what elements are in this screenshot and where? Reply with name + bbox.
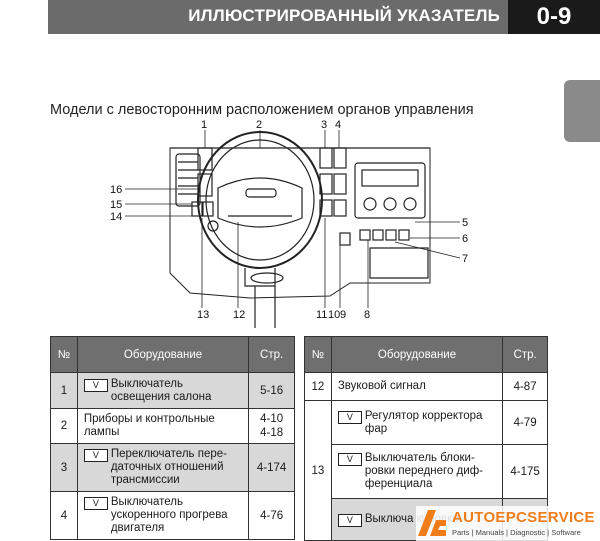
table-row: 1 V Выключатель освещения салона 5-16 [50, 372, 295, 409]
col-number: № [50, 336, 78, 373]
watermark-subtitle: Parts | Manuals | Diagnostic | Software [452, 528, 581, 537]
callout-1: 1 [201, 119, 207, 131]
row-page: 5-16 [248, 372, 295, 409]
row-number: 4 [50, 491, 78, 540]
table-header-row: № Оборудование Стр. [50, 336, 295, 373]
row-number: 3 [50, 443, 78, 492]
row-description: V Выключатель блоки-ровки переднего диф-… [330, 444, 504, 499]
callout-16: 16 [110, 184, 122, 196]
col-equipment: Оборудование [76, 336, 250, 373]
callout-7: 7 [462, 253, 468, 265]
table-row: V Выключатель блоки-ровки переднего диф-… [305, 444, 548, 499]
row-description: V Переключатель пере-даточных отношений … [76, 443, 250, 492]
row-page: 4-79 [502, 400, 548, 445]
row-description: Приборы и контрольные лампы [76, 408, 250, 444]
figure-caption: Модели с левосторонним расположением орг… [50, 102, 474, 118]
table-row: 13 V Регулятор корректора фар 4-79 [304, 400, 548, 541]
table-row: 2 Приборы и контрольные лампы 4-10 4-18 [50, 408, 295, 444]
table-row: 3 V Переключатель пере-даточных отношени… [50, 443, 295, 492]
row-description: V Выключатель освещения салона [76, 372, 250, 409]
row-text: Выключатель освещения салона [110, 377, 212, 403]
col-page: Стр. [502, 336, 548, 373]
autoepc-logo-icon [418, 510, 446, 536]
callout-5: 5 [462, 217, 468, 229]
v-badge: V [83, 449, 108, 462]
callout-3: 3 [321, 119, 327, 131]
callout-6: 6 [462, 233, 468, 245]
callout-14: 14 [110, 211, 122, 223]
row-page: 4-174 [248, 443, 295, 492]
header-bar: ИЛЛЮСТРИРОВАННЫЙ УКАЗАТЕЛЬ [48, 0, 508, 34]
equipment-table-left: № Оборудование Стр. 1 V Выключатель осве… [50, 336, 295, 540]
callout-11: 11 [316, 309, 327, 321]
section-tab [564, 80, 600, 142]
table-row: 12 Звуковой сигнал 4-87 [304, 372, 548, 401]
col-number: № [304, 336, 332, 373]
row-text: Выключатель блоки-ровки переднего диф-фе… [364, 452, 483, 490]
watermark-title: AUTOEPCSERVICE [452, 509, 595, 526]
row-number: 13 [304, 400, 332, 541]
row-page: 4-87 [502, 372, 548, 401]
watermark: AUTOEPCSERVICE Parts | Manuals | Diagnos… [416, 506, 600, 541]
v-badge: V [337, 453, 362, 466]
col-page: Стр. [248, 336, 295, 373]
row-description: V Регулятор корректора фар [330, 400, 504, 445]
row-description: V Выключатель ускоренного прогрева двига… [76, 491, 250, 540]
page-number: 0-9 [508, 0, 600, 34]
v-badge: V [337, 410, 362, 424]
row-page: 4-76 [248, 491, 295, 540]
table-row: 4 V Выключатель ускоренного прогрева дви… [50, 491, 295, 540]
col-equipment: Оборудование [330, 336, 504, 373]
row-number: 1 [50, 372, 78, 409]
page-header: ИЛЛЮСТРИРОВАННЫЙ УКАЗАТЕЛЬ 0-9 [48, 0, 600, 34]
table-header-row: № Оборудование Стр. [304, 336, 548, 373]
row-page: 4-175 [502, 444, 548, 499]
dashboard-diagram: 1 2 3 4 5 6 7 8 9 10 11 12 13 14 15 16 [50, 118, 480, 328]
row-text: Регулятор корректора фар [364, 409, 483, 435]
callout-10: 10 [328, 309, 340, 321]
dashboard-illustration: 1 2 3 4 5 6 7 8 9 10 11 12 13 14 15 16 [110, 119, 468, 328]
row-number: 12 [304, 372, 332, 401]
row-number: 2 [50, 408, 78, 444]
callout-9: 9 [340, 309, 346, 321]
header-title: ИЛЛЮСТРИРОВАННЫЙ УКАЗАТЕЛЬ [188, 6, 500, 25]
row-text: Выключатель ускоренного прогрева двигате… [110, 496, 228, 534]
callout-8: 8 [364, 309, 370, 321]
row-text: Приборы и контрольные лампы [83, 413, 215, 438]
v-badge: V [337, 513, 362, 527]
row-page: 4-10 4-18 [248, 408, 295, 444]
v-badge: V [83, 378, 108, 392]
callout-15: 15 [110, 199, 122, 211]
row-text: Звуковой сигнал [330, 372, 504, 401]
callout-2: 2 [256, 119, 262, 131]
v-badge: V [83, 497, 108, 510]
callout-4: 4 [335, 119, 341, 131]
row-text: Переключатель пере-даточных отношений тр… [110, 448, 227, 486]
callout-13: 13 [197, 309, 209, 321]
callout-12: 12 [233, 309, 245, 321]
